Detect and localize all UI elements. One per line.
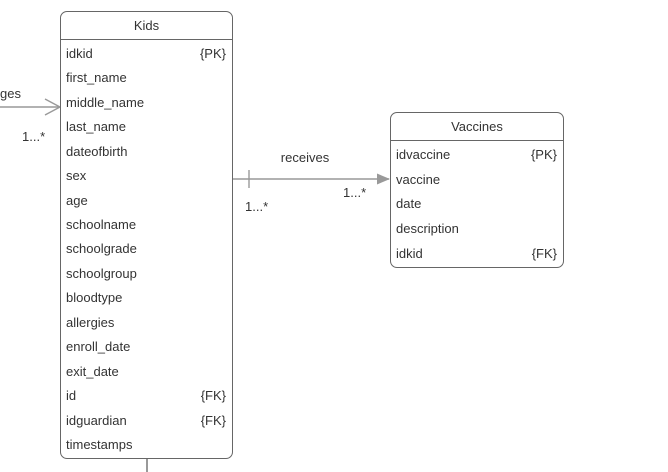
receives-source-cardinality: 1...* bbox=[245, 199, 269, 214]
attribute-name: idguardian bbox=[66, 412, 127, 428]
attribute-row[interactable]: idkid {FK} bbox=[391, 241, 563, 266]
attribute-row[interactable]: timestamps bbox=[61, 433, 232, 457]
attribute-row[interactable]: vaccine bbox=[391, 167, 563, 192]
attribute-name: age bbox=[66, 192, 88, 208]
attribute-name: id bbox=[66, 388, 77, 404]
attribute-name: idkid bbox=[396, 246, 423, 262]
filled-arrowhead-icon bbox=[377, 173, 390, 185]
receives-relationship-label: receives bbox=[280, 150, 330, 165]
attribute-row[interactable]: idkid {PK} bbox=[61, 41, 232, 65]
attribute-row[interactable]: description bbox=[391, 216, 563, 241]
attribute-name: enroll_date bbox=[66, 339, 131, 355]
entity-vaccines-attributes: idvaccine {PK} vaccine date description bbox=[391, 141, 563, 267]
attribute-name: dateofbirth bbox=[66, 143, 128, 159]
attribute-row[interactable]: schoolgrade bbox=[61, 237, 232, 261]
attribute-name: sex bbox=[66, 168, 87, 184]
attribute-name: exit_date bbox=[66, 363, 119, 379]
attribute-name: allergies bbox=[66, 314, 115, 330]
attribute-row[interactable]: idguardian {FK} bbox=[61, 408, 232, 432]
attribute-row[interactable]: first_name bbox=[61, 65, 232, 89]
bottom-relationship-line[interactable] bbox=[146, 459, 148, 472]
attribute-row[interactable]: exit_date bbox=[61, 359, 232, 383]
attribute-row[interactable]: date bbox=[391, 192, 563, 217]
attribute-row[interactable]: schoolgroup bbox=[61, 261, 232, 285]
attribute-name: first_name bbox=[66, 70, 127, 86]
attribute-key-annotation: {PK} bbox=[530, 146, 557, 162]
attribute-key-annotation: {PK} bbox=[199, 45, 226, 61]
entity-kids[interactable]: Kids idkid {PK} first_name middle_name bbox=[60, 11, 233, 459]
attribute-name: schoolgrade bbox=[66, 241, 137, 257]
attribute-row[interactable]: sex bbox=[61, 163, 232, 187]
attribute-name: date bbox=[396, 196, 422, 212]
attribute-name: idkid bbox=[66, 45, 93, 61]
attribute-row[interactable]: idvaccine {PK} bbox=[391, 142, 563, 167]
attribute-key-annotation: {FK} bbox=[531, 246, 557, 262]
attribute-name: bloodtype bbox=[66, 290, 123, 306]
attribute-row[interactable]: enroll_date bbox=[61, 335, 232, 359]
attribute-row[interactable]: middle_name bbox=[61, 90, 232, 114]
attribute-key-annotation: {FK} bbox=[200, 388, 226, 404]
attribute-row[interactable]: allergies bbox=[61, 310, 232, 334]
attribute-row[interactable]: dateofbirth bbox=[61, 139, 232, 163]
attribute-name: middle_name bbox=[66, 94, 145, 110]
entity-kids-attributes: idkid {PK} first_name middle_name last_n… bbox=[61, 40, 232, 458]
attribute-key-annotation: {FK} bbox=[200, 412, 226, 428]
attribute-name: schoolgroup bbox=[66, 265, 137, 281]
attribute-name: schoolname bbox=[66, 217, 137, 233]
attribute-name: idvaccine bbox=[396, 146, 451, 162]
attribute-name: description bbox=[396, 221, 459, 237]
entity-vaccines-title: Vaccines bbox=[391, 113, 563, 141]
receives-target-cardinality: 1...* bbox=[343, 185, 367, 200]
receives-relationship-line[interactable] bbox=[233, 169, 391, 189]
attribute-row[interactable]: bloodtype bbox=[61, 286, 232, 310]
attribute-name: vaccine bbox=[396, 171, 441, 187]
attribute-row[interactable]: last_name bbox=[61, 114, 232, 138]
entity-kids-title: Kids bbox=[61, 12, 232, 40]
left-relationship-cardinality: 1...* bbox=[22, 129, 46, 144]
attribute-row[interactable]: schoolname bbox=[61, 212, 232, 236]
left-relationship-label: ges bbox=[0, 86, 21, 101]
attribute-name: last_name bbox=[66, 119, 126, 135]
attribute-row[interactable]: id {FK} bbox=[61, 384, 232, 408]
attribute-row[interactable]: age bbox=[61, 188, 232, 212]
attribute-name: timestamps bbox=[66, 437, 133, 453]
entity-vaccines[interactable]: Vaccines idvaccine {PK} vaccine date bbox=[390, 112, 564, 268]
